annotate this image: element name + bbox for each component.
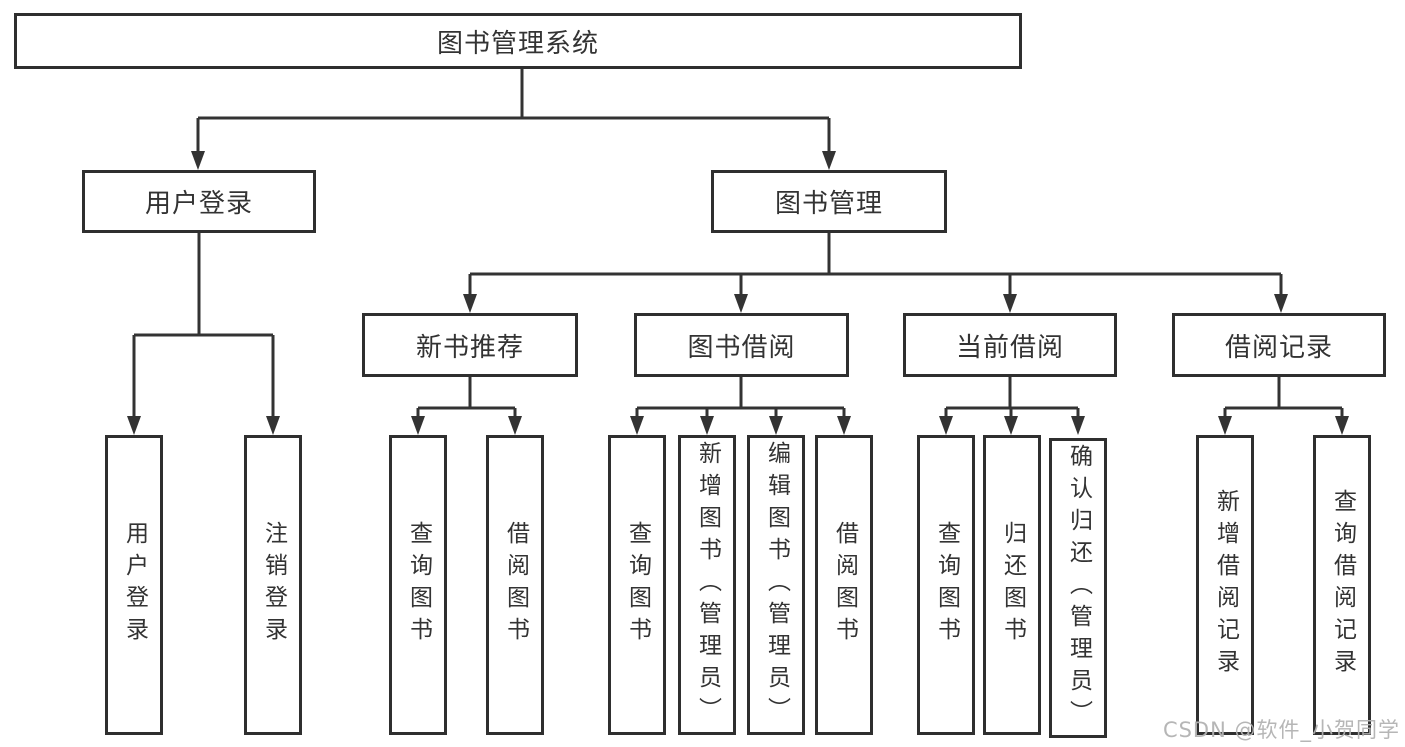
node-new-book-recommend: 新书推荐: [362, 313, 578, 377]
leaf-borrow-books-recommend-label: 借阅图书: [502, 521, 529, 649]
node-current-borrow-label: 当前借阅: [955, 332, 1064, 363]
leaf-logout: 注销登录: [244, 435, 302, 735]
leaf-add-book-admin: 新增图书（管理员）: [678, 435, 736, 735]
node-borrow-records-label: 借阅记录: [1224, 332, 1333, 363]
node-user-login-label: 用户登录: [144, 189, 253, 219]
leaf-borrow-books: 借阅图书: [815, 435, 873, 735]
node-book-borrow-label: 图书借阅: [687, 332, 796, 363]
leaf-query-books-current: 查询图书: [917, 435, 975, 735]
leaf-confirm-return-admin-label: 确认归还（管理员）: [1065, 444, 1092, 732]
leaf-query-borrow-record: 查询借阅记录: [1313, 435, 1371, 735]
leaf-borrow-books-label: 借阅图书: [831, 521, 858, 649]
leaf-user-login-label: 用户登录: [121, 521, 148, 649]
leaf-user-login: 用户登录: [105, 435, 163, 735]
leaf-query-books-recommend: 查询图书: [389, 435, 447, 735]
leaf-add-borrow-record: 新增借阅记录: [1196, 435, 1254, 735]
leaf-query-books-recommend-label: 查询图书: [405, 521, 432, 649]
arrowheads: [127, 151, 1349, 435]
node-book-borrow: 图书借阅: [634, 313, 849, 377]
leaf-return-books: 归还图书: [983, 435, 1041, 735]
leaf-query-borrow-record-label: 查询借阅记录: [1329, 489, 1356, 681]
leaf-query-books-current-label: 查询图书: [933, 521, 960, 649]
node-book-management: 图书管理: [711, 170, 947, 233]
leaf-logout-label: 注销登录: [260, 521, 287, 649]
leaf-borrow-books-recommend: 借阅图书: [486, 435, 544, 735]
leaf-confirm-return-admin: 确认归还（管理员）: [1049, 438, 1107, 738]
node-library-system: 图书管理系统: [14, 13, 1022, 69]
node-new-book-recommend-label: 新书推荐: [415, 332, 524, 363]
node-library-system-label: 图书管理系统: [436, 28, 599, 59]
leaf-query-books-borrow-label: 查询图书: [624, 521, 651, 649]
node-book-management-label: 图书管理: [774, 189, 883, 219]
leaf-query-books-borrow: 查询图书: [608, 435, 666, 735]
leaf-return-books-label: 归还图书: [999, 521, 1026, 649]
leaf-add-borrow-record-label: 新增借阅记录: [1212, 489, 1239, 681]
watermark: CSDN @软件_小贺同学: [1162, 718, 1400, 742]
node-borrow-records: 借阅记录: [1172, 313, 1386, 377]
leaf-edit-book-admin: 编辑图书（管理员）: [747, 435, 805, 735]
leaf-edit-book-admin-label: 编辑图书（管理员）: [763, 441, 790, 729]
node-current-borrow: 当前借阅: [903, 313, 1117, 377]
leaf-add-book-admin-label: 新增图书（管理员）: [694, 441, 721, 729]
node-user-login: 用户登录: [82, 170, 316, 233]
